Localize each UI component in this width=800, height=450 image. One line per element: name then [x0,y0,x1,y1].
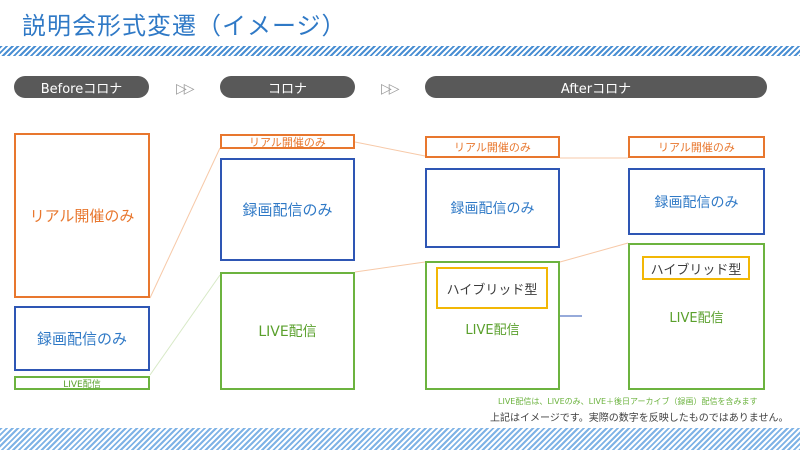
header-stripe [0,46,800,56]
corona-real-box: リアル開催のみ [220,134,355,149]
before-real-box: リアル開催のみ [14,133,150,298]
before-live-box: LIVE配信 [14,376,150,390]
phase-corona-pill: コロナ [220,76,355,98]
before-recorded-box: 録画配信のみ [14,306,150,371]
after1-recorded-box: 録画配信のみ [425,168,560,248]
footer-stripe [0,428,800,450]
phase-after-pill: Afterコロナ [425,76,767,98]
after2-recorded-box: 録画配信のみ [628,168,765,235]
corona-live-box: LIVE配信 [220,272,355,390]
double-triangle-right-icon: ▷▷ [176,81,194,97]
double-triangle-right-icon: ▷▷ [381,81,399,97]
page-title: 説明会形式変遷（イメージ） [22,12,347,40]
live-definition-note: LIVE配信は、LIVEのみ、LIVE＋後日アーカイブ（録画）配信を含みます [498,397,758,406]
after1-hybrid-box: ハイブリッド型 [436,267,548,309]
phase-before-pill: Beforeコロナ [14,76,149,98]
after2-hybrid-box: ハイブリッド型 [642,256,750,280]
corona-recorded-box: 録画配信のみ [220,158,355,261]
after2-real-box: リアル開催のみ [628,136,765,158]
after1-real-box: リアル開催のみ [425,136,560,158]
disclaimer-note: 上記はイメージです。実際の数字を反映したものではありません。 [490,413,789,424]
